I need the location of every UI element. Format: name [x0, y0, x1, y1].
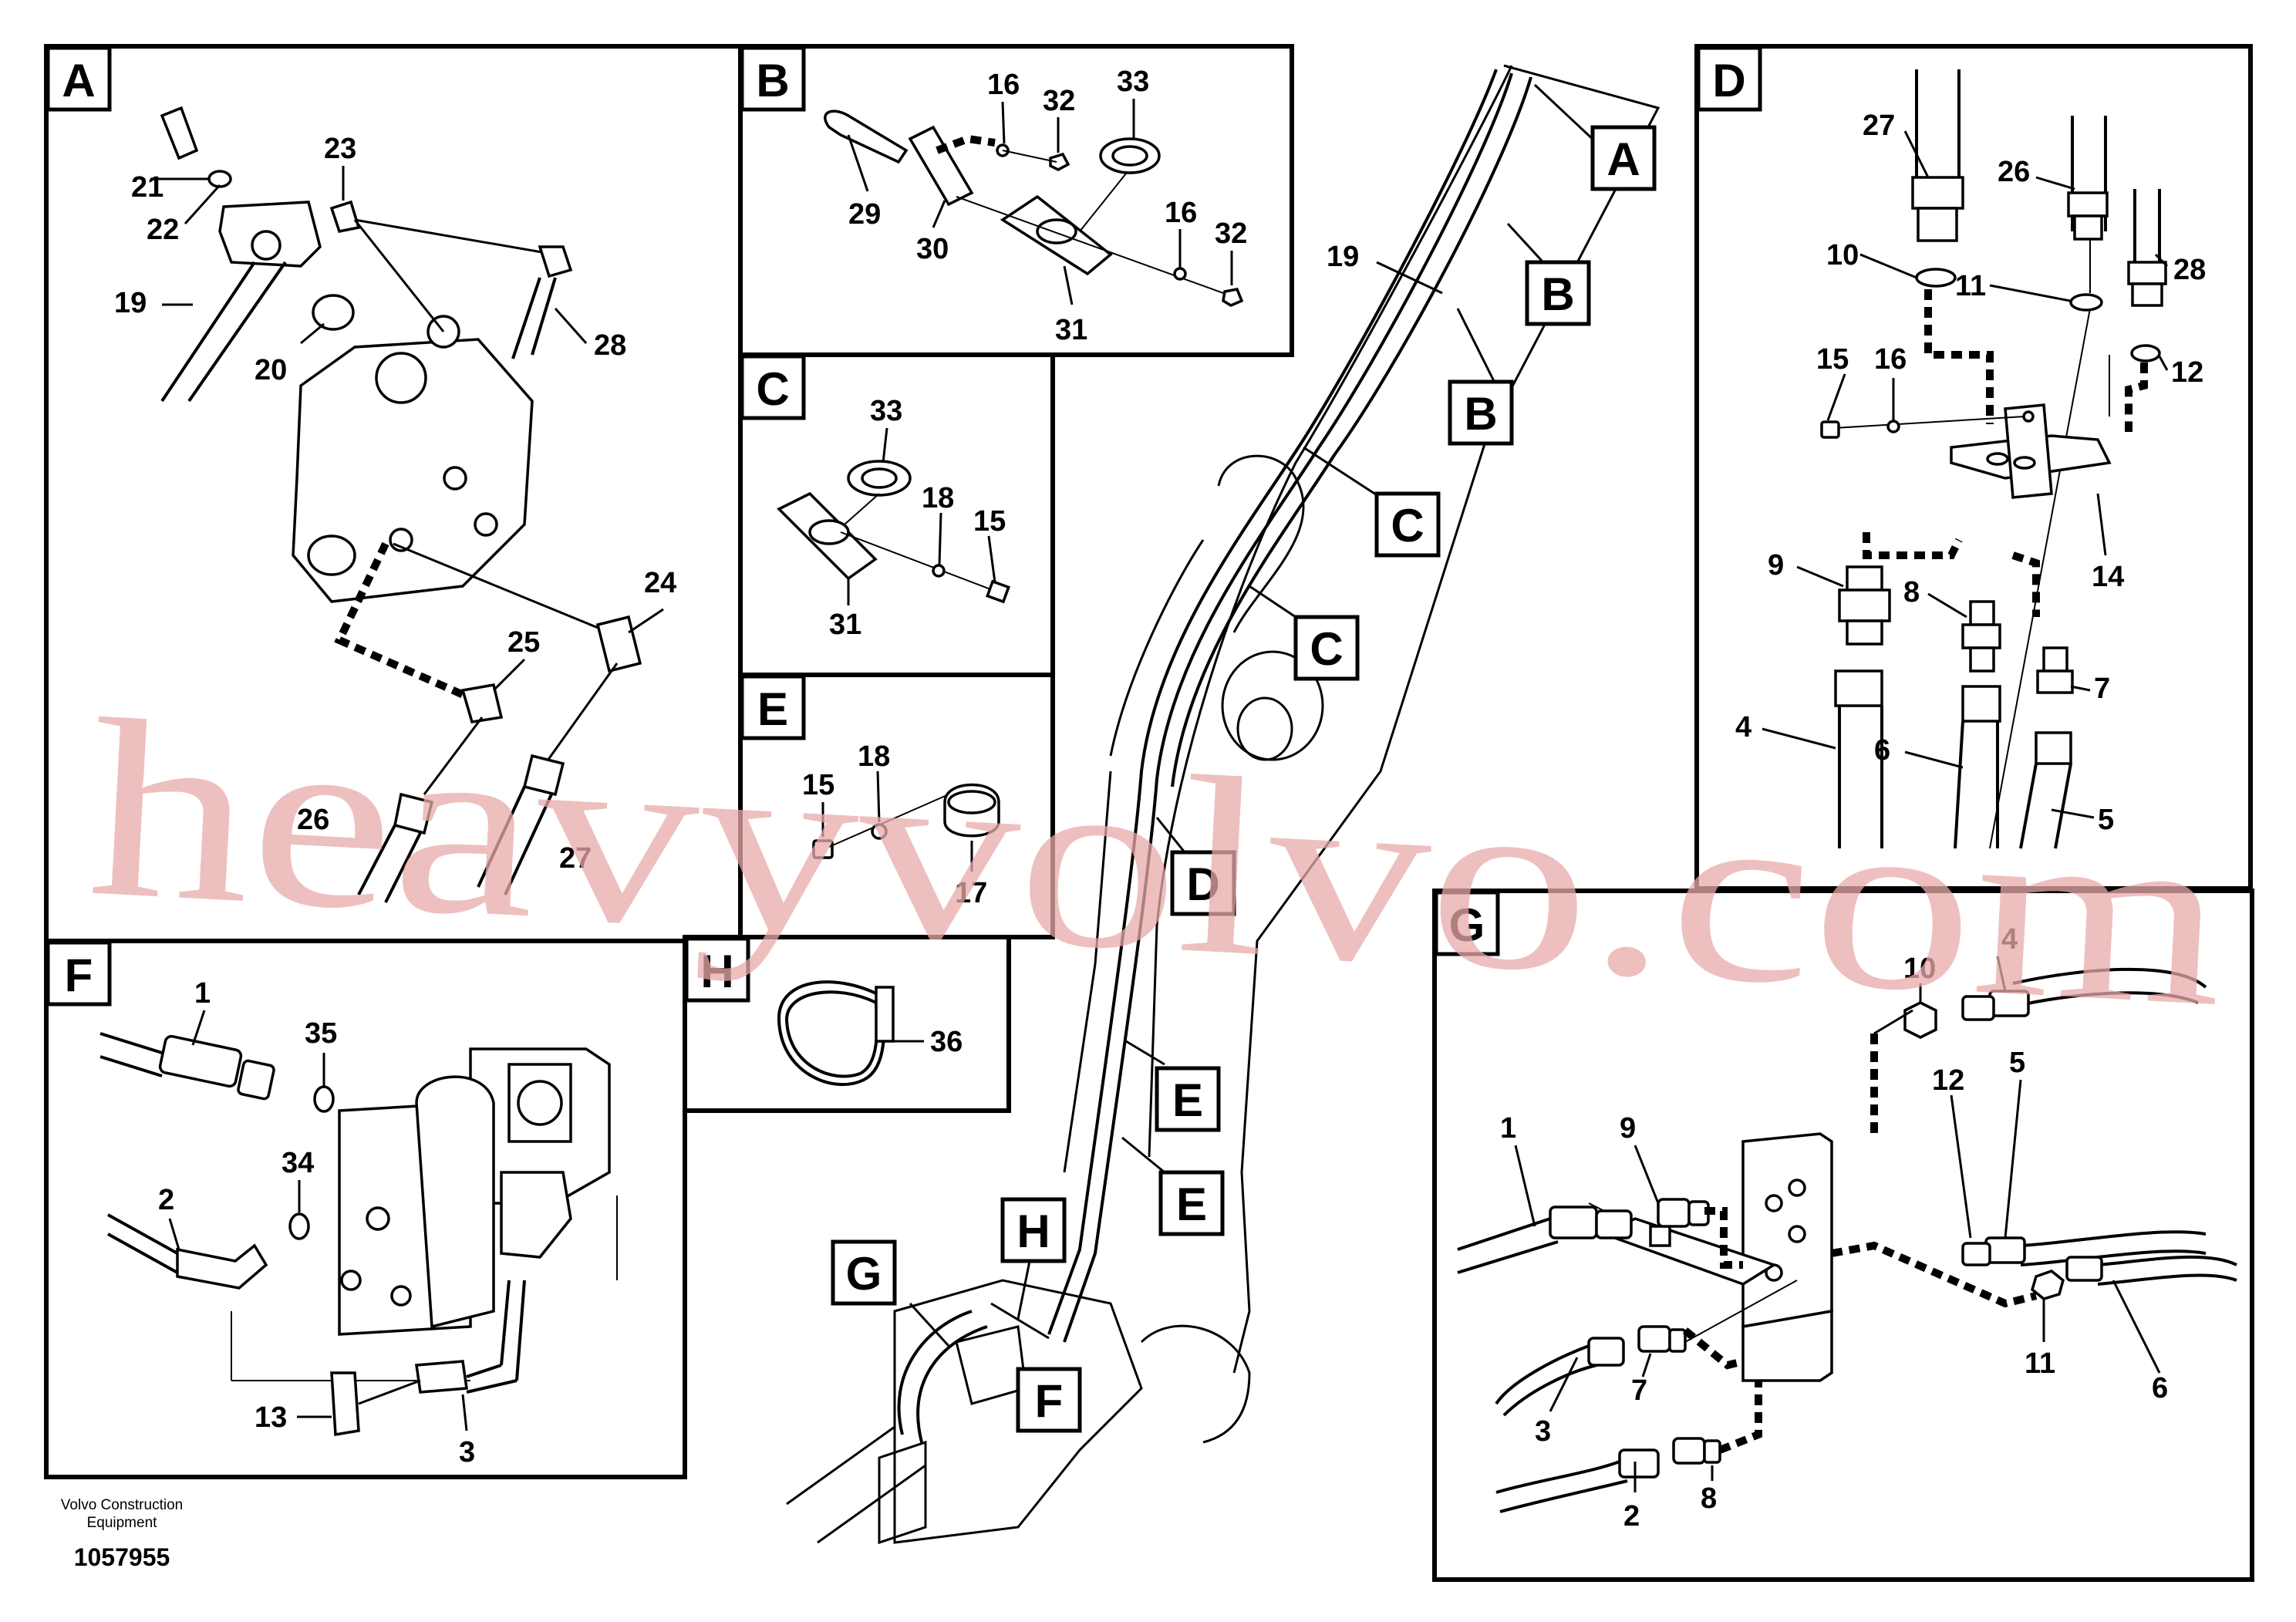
callout-a-28: 28 [594, 329, 626, 362]
callout-d-5: 5 [2098, 804, 2114, 836]
callout-f-35: 35 [305, 1017, 337, 1050]
boom-label-h: H [1017, 1206, 1050, 1257]
boom-label-e2: E [1176, 1179, 1207, 1230]
callout-a-21: 21 [131, 171, 164, 204]
callout-b-33: 33 [1117, 66, 1149, 98]
panel-d-letter: D [1712, 55, 1745, 106]
callout-a-19: 19 [114, 287, 147, 319]
callout-g-2: 2 [1623, 1500, 1640, 1533]
callout-d-4: 4 [1735, 711, 1752, 744]
callout-g-1: 1 [1500, 1112, 1516, 1145]
callout-e-17: 17 [955, 877, 987, 909]
panel-c-letter: C [756, 363, 789, 415]
panel-f-letter: F [65, 949, 93, 1001]
callout-d-8: 8 [1903, 576, 1920, 609]
callout-b-32b: 32 [1215, 218, 1247, 250]
callout-g-6: 6 [2152, 1372, 2168, 1404]
callout-d-28: 28 [2173, 254, 2206, 286]
panel-b: B 16 32 33 29 30 31 16 32 [738, 44, 1294, 357]
callout-g-5: 5 [2009, 1047, 2025, 1079]
footer-drawing-number: 1057955 [74, 1543, 170, 1571]
callout-d-9: 9 [1768, 549, 1784, 582]
panel-e-letter: E [757, 683, 788, 735]
panel-g-letter: G [1449, 899, 1485, 951]
footer-company-line1: Volvo Construction [61, 1497, 183, 1513]
callout-g-10: 10 [1903, 953, 1936, 985]
callout-f-3: 3 [459, 1436, 475, 1469]
callout-d-11: 11 [1955, 270, 1986, 302]
callout-a-27: 27 [559, 842, 592, 875]
panel-a-letter: A [62, 55, 95, 106]
panel-b-letter: B [756, 55, 789, 106]
callout-g-7: 7 [1631, 1374, 1647, 1407]
panel-c: C 33 18 15 31 [738, 352, 1055, 677]
footer: Volvo Construction Equipment 1057955 [61, 1497, 183, 1571]
callout-e-18: 18 [858, 740, 890, 773]
callout-c-31: 31 [829, 609, 861, 641]
callout-d-14: 14 [2092, 561, 2124, 593]
callout-b-29: 29 [848, 198, 881, 231]
callout-f-13: 13 [255, 1401, 287, 1434]
callout-g-4: 4 [2001, 923, 2018, 956]
callout-f-2: 2 [158, 1184, 174, 1216]
callout-g-3: 3 [1535, 1415, 1551, 1448]
callout-e-15: 15 [802, 769, 834, 801]
callout-b-30: 30 [916, 233, 949, 265]
callout-g-8: 8 [1701, 1482, 1717, 1515]
boom-label-f: F [1035, 1375, 1064, 1427]
callout-a-25: 25 [507, 626, 540, 659]
boom-label-c1: C [1391, 500, 1424, 551]
callout-c-33: 33 [870, 395, 902, 427]
boom-label-b2: B [1464, 388, 1497, 440]
callout-d-15: 15 [1816, 343, 1849, 376]
footer-company-line2: Equipment [87, 1515, 158, 1531]
callout-d-16: 16 [1874, 343, 1907, 376]
panel-g: G [1432, 889, 2254, 1582]
boom-label-e1: E [1172, 1074, 1203, 1126]
boom-label-d: D [1186, 858, 1219, 910]
boom-label-a: A [1607, 133, 1640, 185]
callout-d-10: 10 [1826, 239, 1859, 271]
callout-d-6: 6 [1874, 734, 1890, 767]
callout-b-31: 31 [1055, 314, 1087, 346]
panel-f: F [44, 939, 687, 1479]
callout-b-16b: 16 [1165, 197, 1197, 229]
callout-a-20: 20 [255, 354, 287, 386]
callout-f-1: 1 [194, 977, 211, 1010]
callout-b-16: 16 [987, 69, 1020, 101]
panel-h-letter: H [700, 946, 733, 997]
panel-d: D [1694, 44, 2253, 891]
callout-c-18: 18 [922, 482, 954, 514]
callout-f-34: 34 [282, 1147, 314, 1179]
callout-d-12: 12 [2171, 356, 2203, 389]
boom-label-g: G [846, 1248, 882, 1300]
callout-b-32: 32 [1043, 85, 1075, 117]
watermark-text: heavyvolvo.com [83, 667, 2231, 1061]
callout-a-22: 22 [147, 214, 179, 246]
callout-a-23: 23 [324, 133, 356, 165]
panel-h: H 36 [683, 935, 1011, 1113]
callout-d-7: 7 [2094, 673, 2110, 705]
callout-g-9: 9 [1620, 1112, 1636, 1145]
callout-a-24: 24 [644, 567, 676, 599]
boom-callout-19: 19 [1327, 241, 1359, 273]
boom-label-b1: B [1541, 268, 1574, 320]
callout-h-36: 36 [930, 1026, 963, 1058]
callout-a-26: 26 [297, 804, 329, 836]
callout-c-15: 15 [973, 505, 1006, 538]
boom-overview: A B B C C D E E G H F 19 [786, 64, 1660, 1545]
callout-d-26: 26 [1998, 156, 2030, 188]
callout-g-11: 11 [2025, 1347, 2055, 1380]
panel-a: A [44, 44, 743, 943]
boom-label-c2: C [1310, 623, 1343, 675]
callout-d-27: 27 [1863, 110, 1895, 142]
callout-g-12: 12 [1932, 1064, 1964, 1097]
